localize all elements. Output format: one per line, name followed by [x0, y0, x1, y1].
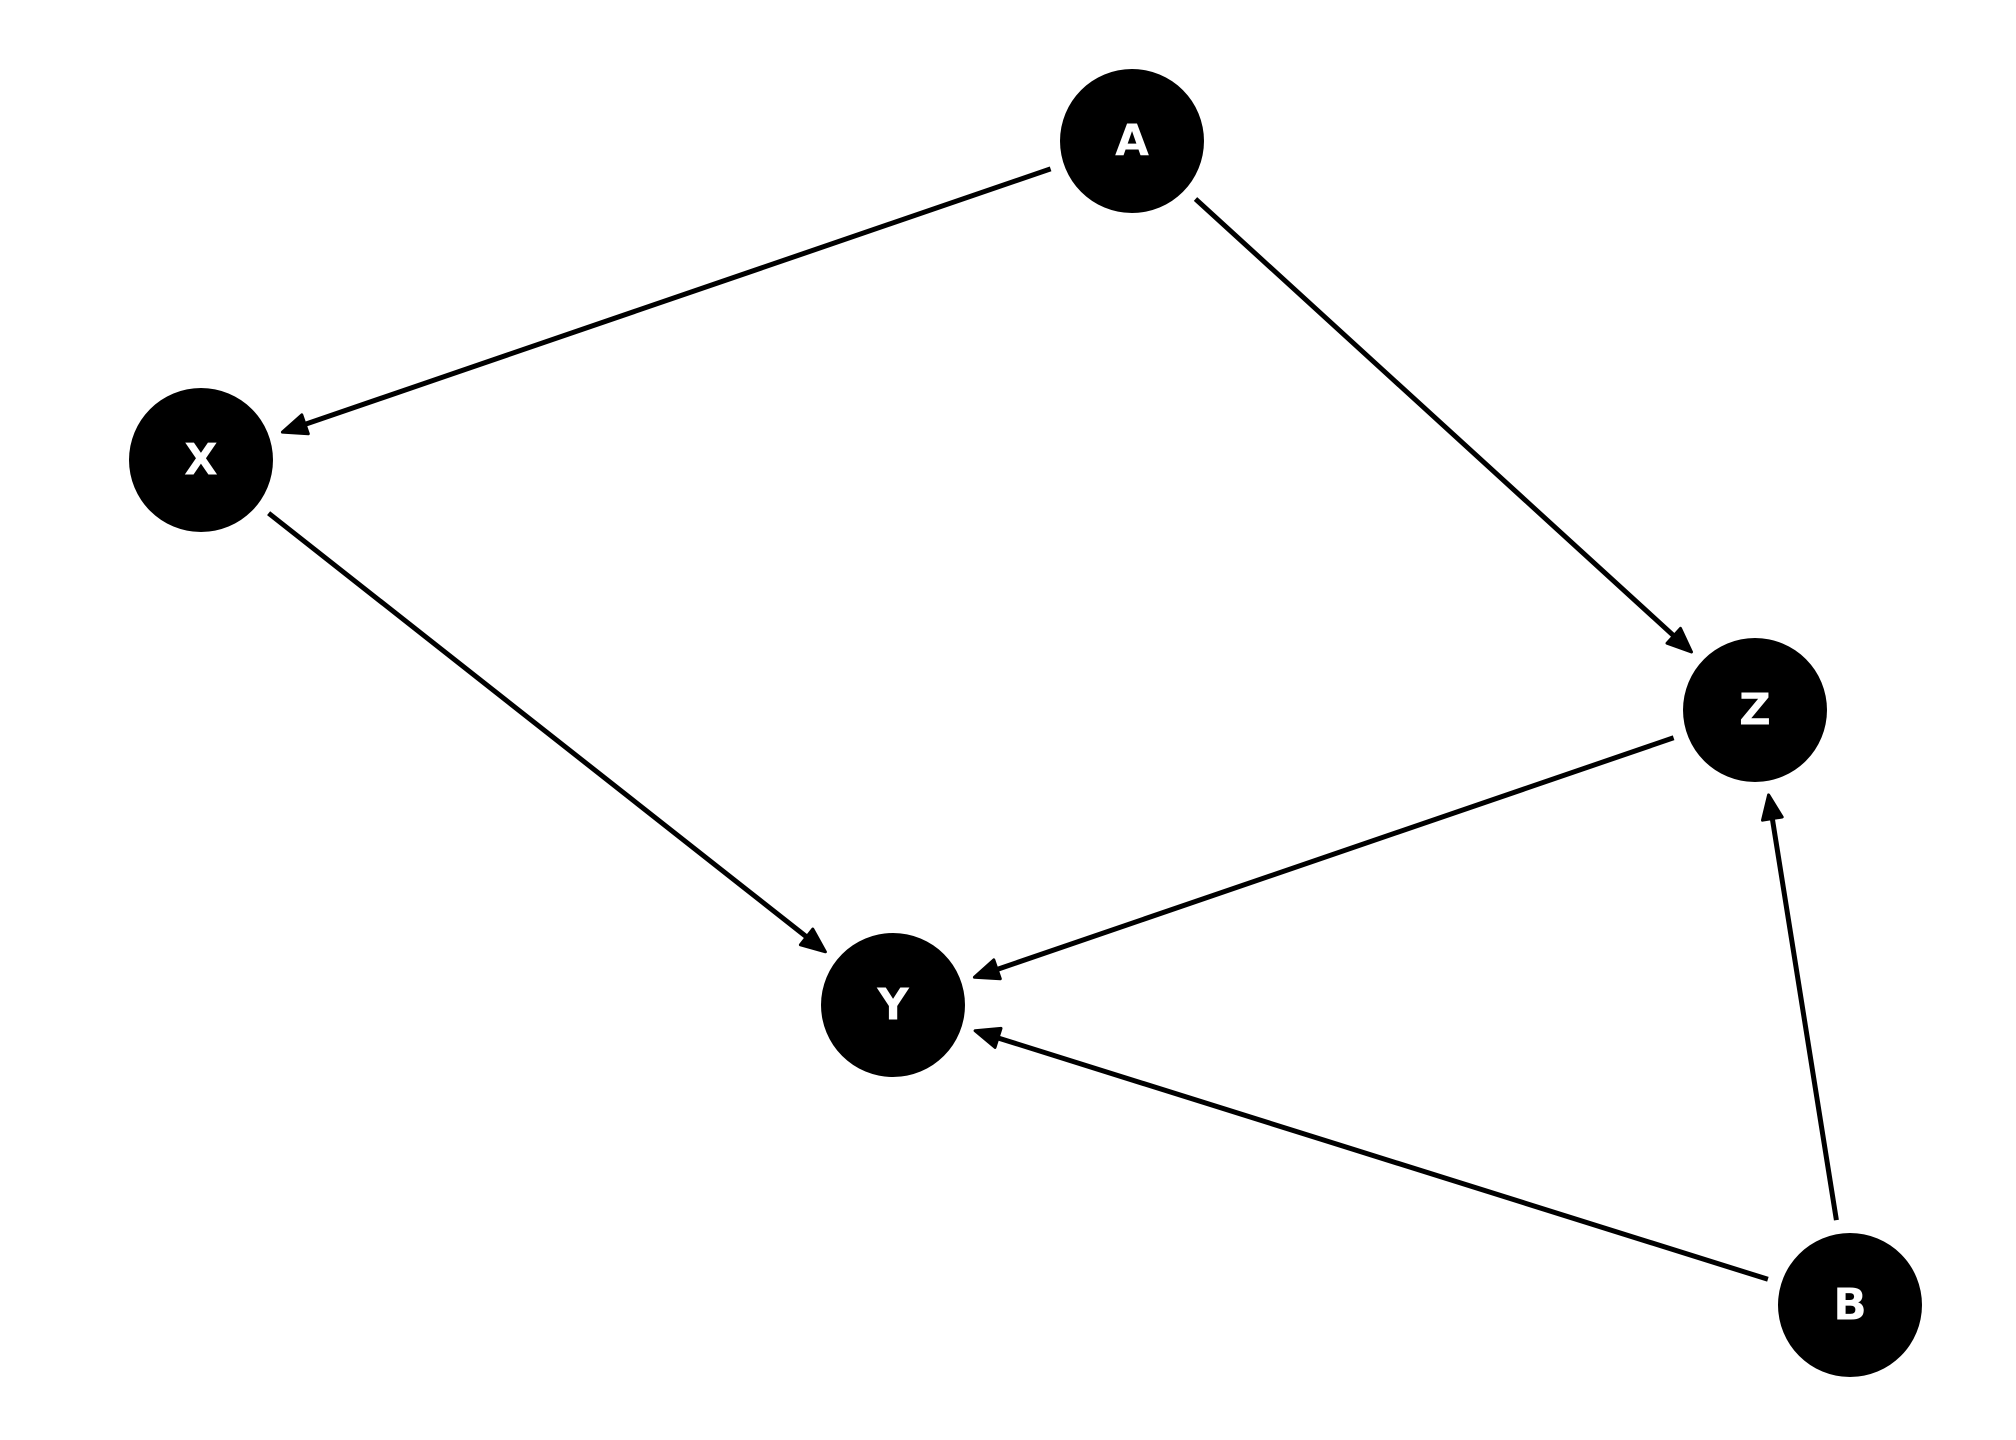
edge-x-to-y [267, 511, 827, 954]
edge-line [992, 735, 1675, 974]
node-circle [1683, 638, 1827, 782]
edge-a-to-x [280, 166, 1052, 436]
node-circle [821, 933, 965, 1077]
node-circle [1778, 1233, 1922, 1377]
node-x: X [129, 388, 273, 532]
arrowhead [972, 958, 1002, 981]
arrowhead [798, 927, 827, 954]
node-label: X [184, 435, 218, 486]
edge-a-to-z [1193, 197, 1693, 654]
node-a: A [1060, 69, 1204, 213]
edge-line [1769, 814, 1839, 1221]
edge-line [267, 511, 812, 942]
node-label: Y [876, 980, 910, 1031]
edge-line [1193, 197, 1679, 641]
node-label: Z [1739, 685, 1771, 736]
edges-layer [267, 166, 1839, 1282]
nodes-layer: A X Z Y B [129, 69, 1922, 1377]
arrowhead [1665, 626, 1693, 654]
edge-line [993, 1034, 1769, 1282]
node-z: Z [1683, 638, 1827, 782]
arrowhead [973, 1026, 1003, 1049]
edge-z-to-y [972, 735, 1675, 981]
arrowhead [280, 413, 310, 436]
node-label: A [1115, 116, 1149, 167]
edge-line [300, 166, 1052, 428]
edge-b-to-y [973, 1026, 1769, 1282]
node-label: B [1833, 1280, 1867, 1331]
node-y: Y [821, 933, 965, 1077]
node-b: B [1778, 1233, 1922, 1377]
node-circle [1060, 69, 1204, 213]
arrowhead [1761, 793, 1784, 822]
edge-b-to-z [1761, 793, 1839, 1221]
node-circle [129, 388, 273, 532]
